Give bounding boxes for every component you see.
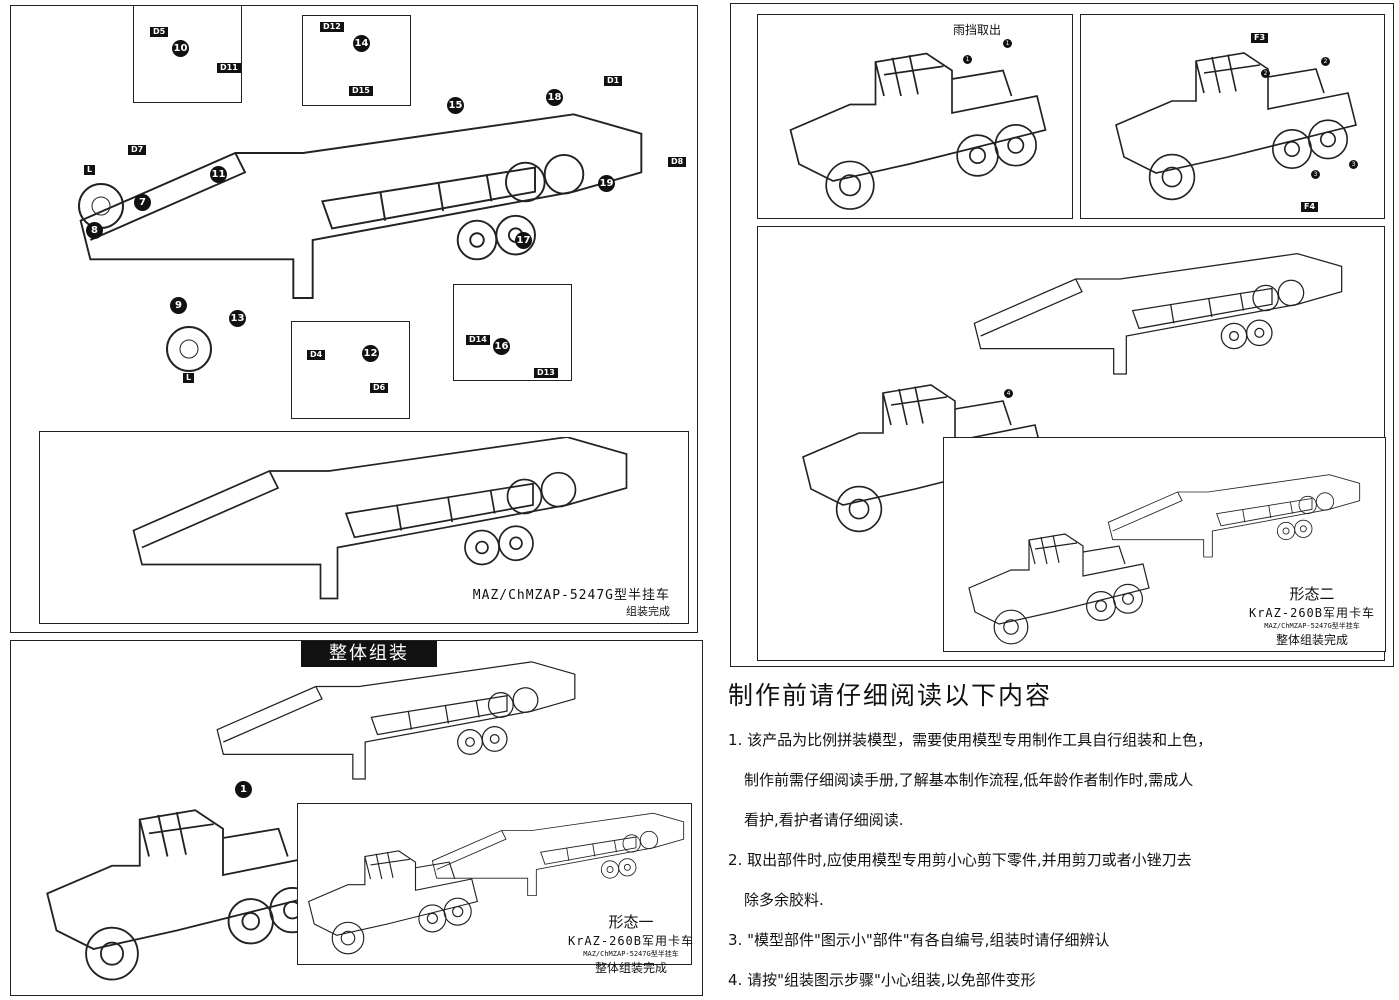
part-tag-d15: D15 xyxy=(349,86,373,96)
form1-trailer: MAZ/ChMZAP-5247G型半挂车 xyxy=(583,950,679,958)
form1-status: 整体组装完成 xyxy=(594,961,667,975)
rain-guard-label: 雨挡取出 xyxy=(953,23,1002,37)
detail-box-d4-d6 xyxy=(291,321,410,419)
assembly-step-1: 1 xyxy=(235,781,252,798)
step-9: 9 xyxy=(170,297,187,314)
part-tag-f4: F4 xyxy=(1301,202,1319,212)
truck-drawing-rain-guard xyxy=(773,45,1063,215)
part-tag-d14: D14 xyxy=(466,335,490,345)
form2-truck: KrAZ-260B军用卡车 xyxy=(1248,606,1375,620)
form1-title: 形态一 xyxy=(608,913,654,931)
truck-drawing-fenders xyxy=(1096,45,1376,205)
detail-box-d14-d13 xyxy=(453,284,572,381)
form1-caption: 形态一 KrAZ-260B军用卡车 MAZ/ChMZAP-5247G型半挂车 整… xyxy=(568,911,694,976)
step-18: 18 xyxy=(546,89,563,106)
form2-caption: 形态二 KrAZ-260B军用卡车 MAZ/ChMZAP-5247G型半挂车 整… xyxy=(1249,583,1375,648)
instructions-section: 制作前请仔细阅读以下内容 1. 该产品为比例拼装模型，需要使用模型专用制作工具自… xyxy=(728,676,1368,1000)
small-step-3a: 3 xyxy=(1311,170,1320,179)
small-step-3b: 3 xyxy=(1349,160,1358,169)
part-tag-l-top: L xyxy=(84,165,96,175)
trailer-assembly-panel: MAZ/ChMZAP-5247G型半挂车 组装完成 xyxy=(10,5,698,633)
part-tag-f3: F3 xyxy=(1251,33,1269,43)
small-step-2a: 2 xyxy=(1261,69,1270,78)
step-8: 8 xyxy=(86,222,103,239)
form2-status: 整体组装完成 xyxy=(1275,633,1348,647)
form1-panel xyxy=(297,803,692,965)
step-15: 15 xyxy=(447,97,464,114)
step-13: 13 xyxy=(229,310,246,327)
part-tag-d13: D13 xyxy=(534,368,558,378)
form2-title: 形态二 xyxy=(1289,585,1335,603)
form1-trailer-drawing xyxy=(428,809,688,904)
step-19: 19 xyxy=(598,175,615,192)
part-tag-d8: D8 xyxy=(668,157,687,167)
instruction-line: 1. 该产品为比例拼装模型，需要使用模型专用制作工具自行组装和上色， xyxy=(728,731,1213,749)
rain-guard-panel: 雨挡取出 1 1 xyxy=(757,14,1073,219)
small-step-2b: 2 xyxy=(1321,57,1330,66)
form2-panel: 形态二 KrAZ-260B军用卡车 MAZ/ChMZAP-5247G型半挂车 整… xyxy=(943,437,1386,652)
trailer-caption: MAZ/ChMZAP-5247G型半挂车 组装完成 xyxy=(473,584,670,619)
step-14: 14 xyxy=(353,35,370,52)
truck-assembly-panel: 雨挡取出 1 1 F3 F4 2 2 3 3 4 形态二 KrAZ-260B军用… xyxy=(730,3,1394,667)
form2-trailer-drawing xyxy=(1104,468,1364,568)
step-10: 10 xyxy=(172,40,189,57)
instruction-line: 制作前需仔细阅读手册,了解基本制作流程,低年龄作者制作时,需成人 xyxy=(744,771,1194,789)
part-tag-d1: D1 xyxy=(604,76,623,86)
truck-drawing-1 xyxy=(36,801,336,986)
part-tag-d12: D12 xyxy=(320,22,344,32)
trailer-drawing-coupling xyxy=(968,252,1348,382)
instruction-line: 看护,看护者请仔细阅读. xyxy=(744,811,904,829)
overall-assembly-panel: 整体组装 1 形态一 KrAZ-260B军用卡车 MAZ/ChMZAP-5247… xyxy=(10,640,703,996)
part-tag-l-bottom: L xyxy=(183,373,195,383)
form2-trailer: MAZ/ChMZAP-5247G型半挂车 xyxy=(1264,622,1360,630)
instruction-line: 4. 请按"组装图示步骤"小心组装,以免部件变形 xyxy=(728,971,1036,989)
part-tag-d7: D7 xyxy=(128,145,147,155)
small-step-1b: 1 xyxy=(1003,39,1012,48)
part-tag-d5: D5 xyxy=(150,27,169,37)
fender-panel: F3 F4 2 2 3 3 xyxy=(1080,14,1385,219)
instructions-heading: 制作前请仔细阅读以下内容 xyxy=(728,681,1053,710)
form1-truck: KrAZ-260B军用卡车 xyxy=(567,934,694,948)
step-12: 12 xyxy=(362,345,379,362)
small-step-1a: 1 xyxy=(963,55,972,64)
small-step-4: 4 xyxy=(1004,389,1013,398)
step-7: 7 xyxy=(134,194,151,211)
completed-trailer-panel: MAZ/ChMZAP-5247G型半挂车 组装完成 xyxy=(39,431,689,624)
step-17: 17 xyxy=(515,232,532,249)
step-11: 11 xyxy=(210,166,227,183)
trailer-exploded-drawing xyxy=(71,106,651,316)
step-16: 16 xyxy=(493,338,510,355)
wheel-l-bottom-drawing xyxy=(166,326,212,372)
wheel-l-top-drawing xyxy=(78,183,124,229)
trailer-model-label: MAZ/ChMZAP-5247G型半挂车 xyxy=(472,588,670,603)
part-tag-d4: D4 xyxy=(307,350,326,360)
instruction-line: 2. 取出部件时,应使用模型专用剪小心剪下零件,并用剪刀或者小锉刀去 xyxy=(728,851,1192,869)
instruction-line: 3. "模型部件"图示小"部件"有各自编号,组装时请仔细辨认 xyxy=(728,931,1110,949)
detail-box-d5-d11 xyxy=(133,5,242,103)
completed-trailer-drawing xyxy=(110,437,650,607)
instruction-line: 除多余胶料. xyxy=(744,891,824,909)
trailer-exploded-drawing-2 xyxy=(211,661,581,786)
coupling-panel: 4 形态二 KrAZ-260B军用卡车 MAZ/ChMZAP-5247G型半挂车… xyxy=(757,226,1386,661)
part-tag-d6: D6 xyxy=(370,383,389,393)
part-tag-d11: D11 xyxy=(217,63,241,73)
assembly-title: 整体组装 xyxy=(301,641,437,667)
trailer-status-label: 组装完成 xyxy=(626,605,670,618)
